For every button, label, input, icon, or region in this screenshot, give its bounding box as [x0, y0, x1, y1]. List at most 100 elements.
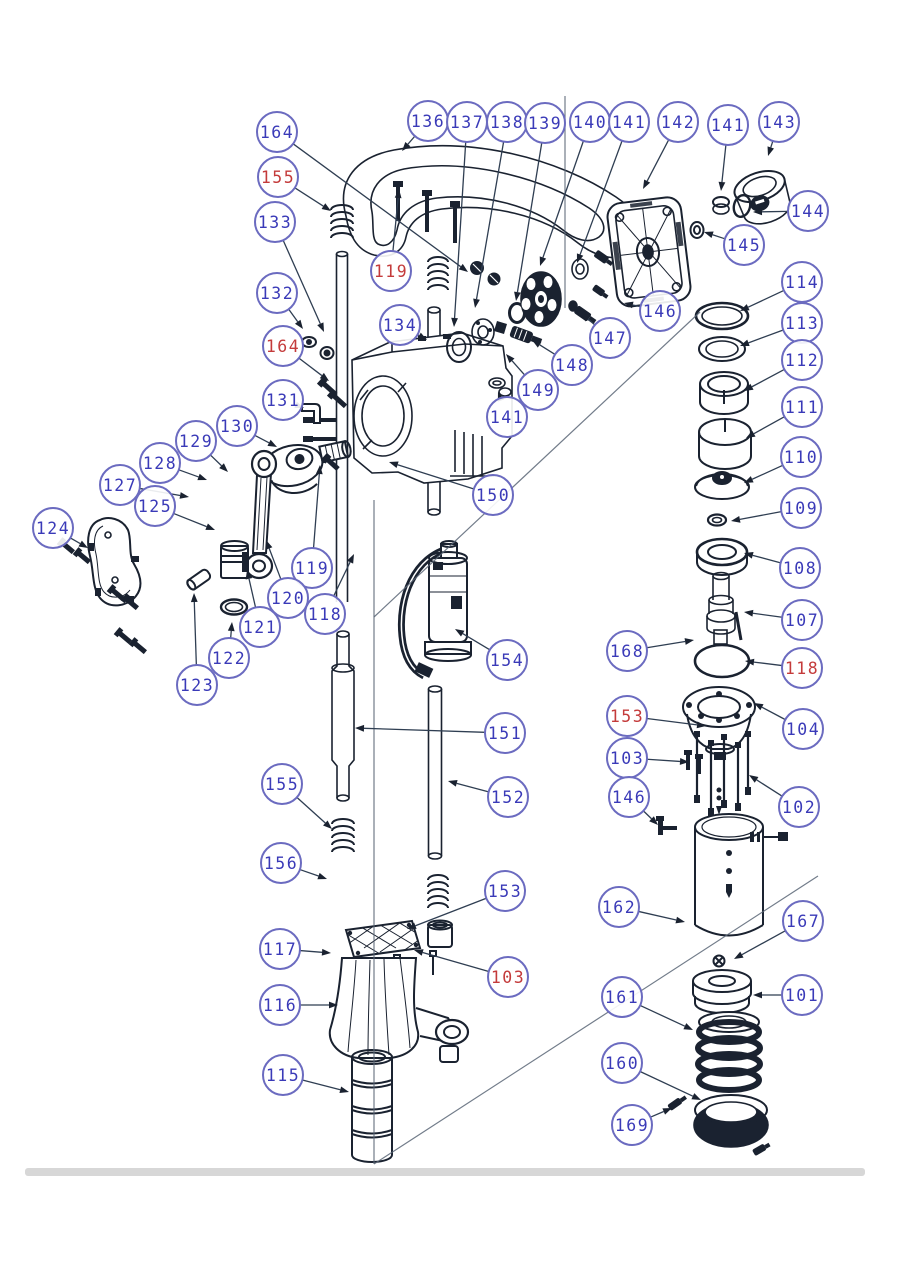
balloon-117: 117 — [259, 928, 331, 970]
leader-arrowhead — [190, 593, 198, 603]
leader-arrowhead — [744, 476, 754, 483]
balloon-141: 141 — [576, 101, 650, 263]
phantom-line — [373, 875, 819, 1165]
balloon-121: 121 — [239, 570, 281, 648]
leader-line — [230, 630, 232, 639]
leader-line — [511, 360, 526, 376]
balloon-132: 132 — [256, 272, 303, 329]
balloon-number: 110 — [784, 448, 818, 467]
balloon-number: 111 — [785, 398, 819, 417]
leader-arrowhead — [205, 523, 215, 530]
balloon-139: 139 — [514, 102, 566, 301]
bearing-108 — [695, 537, 749, 576]
balloon-119: 119 — [291, 465, 333, 589]
balloon-circle — [781, 386, 823, 428]
boot-161 — [695, 1011, 763, 1093]
balloon-134: 134 — [379, 304, 427, 346]
spring-155-bottom — [331, 818, 355, 853]
balloon-101: 101 — [753, 974, 823, 1016]
balloon-116: 116 — [259, 984, 338, 1026]
balloon-number: 155 — [265, 775, 299, 794]
balloon-number: 133 — [258, 213, 292, 232]
balloon-113: 113 — [740, 302, 823, 347]
balloon-circle — [484, 712, 526, 754]
balloon-number: 152 — [491, 788, 525, 807]
balloon-circle — [639, 290, 681, 332]
balloon-143: 143 — [758, 101, 800, 156]
leader-arrowhead — [514, 291, 521, 301]
leader-arrowhead — [744, 552, 754, 559]
leader-line — [646, 758, 681, 763]
balloon-number: 168 — [610, 642, 644, 661]
balloon-number: 129 — [179, 432, 213, 451]
balloon-153: 153 — [606, 695, 706, 737]
balloon-circle — [524, 102, 566, 144]
balloon-circle — [779, 547, 821, 589]
balloon-circle — [517, 369, 559, 411]
bushing-112 — [699, 371, 749, 415]
leader-line — [407, 135, 416, 145]
leader-arrowhead — [323, 820, 332, 829]
leader-line — [753, 416, 785, 435]
balloon-number: 119 — [374, 262, 408, 281]
balloon-circle — [259, 928, 301, 970]
balloon-133: 133 — [254, 201, 324, 332]
leader-line — [579, 140, 623, 255]
balloon-number: 164 — [260, 123, 294, 142]
balloon-circle — [778, 786, 820, 828]
balloon-number: 118 — [785, 659, 819, 678]
leader-line — [712, 234, 726, 240]
stud-bolts-cluster — [658, 731, 751, 835]
balloon-number: 122 — [212, 649, 246, 668]
balloon-circle — [601, 976, 643, 1018]
leader-line — [741, 930, 786, 956]
leader-arrowhead — [451, 317, 458, 327]
leader-arrowhead — [245, 570, 253, 580]
leader-line — [752, 612, 783, 618]
balloon-number: 148 — [555, 356, 589, 375]
balloon-number: 145 — [727, 236, 761, 255]
leader-arrowhead — [319, 372, 329, 381]
balloon-circle — [787, 190, 829, 232]
balloon-156: 156 — [260, 842, 327, 884]
balloon-circle — [589, 317, 631, 359]
balloon-number: 113 — [785, 314, 819, 333]
leader-line — [178, 469, 199, 478]
balloon-118: 118 — [304, 554, 354, 635]
balloon-161: 161 — [601, 976, 693, 1030]
leader-arrowhead — [679, 758, 689, 765]
leader-arrowhead — [448, 780, 458, 787]
crank-107 — [706, 571, 743, 645]
balloon-131: 131 — [262, 379, 304, 421]
balloon-141: 141 — [707, 104, 749, 191]
cover-plate-right — [606, 196, 692, 308]
washer-141-top — [712, 196, 730, 208]
balloon-circle — [782, 708, 824, 750]
balloon-142: 142 — [643, 101, 699, 189]
balloon-number: 101 — [785, 986, 819, 1005]
ring-109 — [706, 513, 728, 527]
leader-arrowhead — [683, 1023, 693, 1030]
leader-line — [312, 473, 320, 549]
leader-arrowhead — [402, 141, 411, 151]
leader-arrowhead — [339, 1086, 349, 1094]
leader-line — [392, 197, 399, 252]
leader-line — [646, 640, 686, 649]
balloon-124: 124 — [32, 507, 88, 549]
ring-122 — [219, 598, 249, 616]
balloon-number: 103 — [491, 968, 525, 987]
balloon-circle — [379, 304, 421, 346]
spring-155-top — [330, 204, 354, 239]
leader-line — [761, 706, 786, 721]
balloon-number: 121 — [243, 618, 277, 637]
balloon-circle — [781, 647, 823, 689]
balloon-145: 145 — [704, 224, 765, 266]
balloon-number: 109 — [784, 499, 818, 518]
leader-arrowhead — [394, 189, 402, 199]
balloon-128: 128 — [139, 442, 207, 484]
leader-line — [302, 1079, 341, 1091]
balloon-circle — [262, 325, 304, 367]
leader-arrowhead — [78, 540, 88, 548]
balloon-circle — [260, 842, 302, 884]
